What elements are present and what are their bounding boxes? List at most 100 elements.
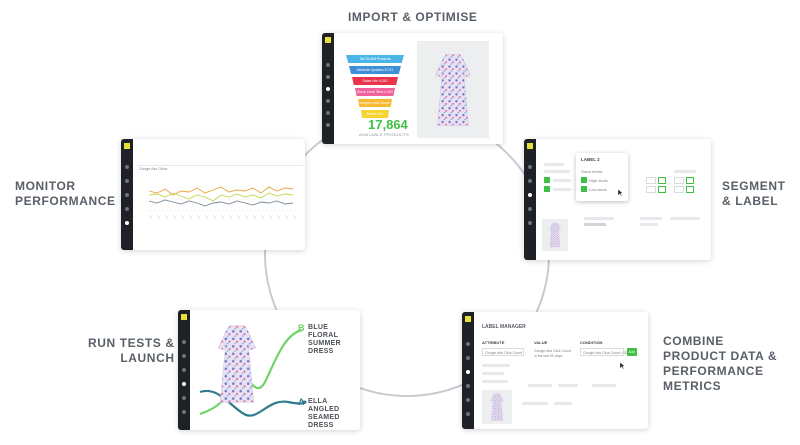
- value-column-header: VALUE: [534, 340, 548, 345]
- nav-dot-icon[interactable]: [528, 165, 532, 169]
- condition-column-header: CONDITION: [580, 340, 603, 345]
- attribute-column-header: ATTRIBUTE: [482, 340, 505, 345]
- nav-dot-icon[interactable]: [466, 412, 470, 416]
- nav-dot-icon[interactable]: [125, 193, 129, 197]
- nav-dot-icon[interactable]: [326, 63, 330, 67]
- nav-dot-icon[interactable]: [326, 99, 330, 103]
- floral-dress-thumbnail: [490, 393, 504, 421]
- app-logo-icon: [465, 316, 471, 322]
- nav-dot-icon[interactable]: [125, 179, 129, 183]
- run-tests-card: B BLUE FLORAL SUMMER DRESS A ELLA ANGLED…: [178, 310, 360, 430]
- product-thumbnail-frame: [482, 390, 512, 424]
- step-monitor-label: MONITOR PERFORMANCE: [15, 179, 116, 208]
- available-products-count: 17,864: [368, 117, 408, 132]
- app-logo-icon: [181, 314, 187, 320]
- combine-data-card: LABEL MANAGER ATTRIBUTE VALUE CONDITION …: [462, 312, 648, 429]
- label-popup[interactable]: LABEL 2 Stock levels High stock Low stoc…: [576, 153, 628, 201]
- nav-dot-icon[interactable]: [182, 396, 186, 400]
- low-stock-checkbox[interactable]: [581, 186, 587, 192]
- variant-a-name: ELLA ANGLED SEAMED DRESS: [308, 398, 340, 429]
- nav-dot-icon[interactable]: [182, 340, 186, 344]
- mouse-cursor-icon: [620, 362, 626, 370]
- nav-dot-active-icon[interactable]: [528, 193, 532, 197]
- funnel-step: Attribute Updates 5,741: [349, 66, 401, 74]
- floral-dress-image: [218, 325, 256, 403]
- app-sidebar: [322, 33, 334, 144]
- add-condition-button[interactable]: Add: [627, 348, 637, 356]
- performance-line-2: [148, 192, 294, 202]
- popup-subtitle: Stock levels: [581, 169, 603, 174]
- nav-dot-icon[interactable]: [528, 207, 532, 211]
- x-tick-mark: [276, 214, 281, 220]
- funnel-step: Stock Level Shirt 2,400: [355, 88, 395, 96]
- nav-dot-active-icon[interactable]: [125, 221, 129, 225]
- variant-a-letter: A: [298, 397, 305, 407]
- performance-chart: [147, 186, 297, 220]
- app-sidebar: [524, 139, 536, 260]
- nav-dot-icon[interactable]: [182, 368, 186, 372]
- step-segment-label: SEGMENT & LABEL: [722, 179, 786, 208]
- nav-dot-icon[interactable]: [326, 111, 330, 115]
- x-tick-mark: [180, 214, 185, 220]
- variant-b-name: BLUE FLORAL SUMMER DRESS: [308, 324, 341, 355]
- nav-dot-icon[interactable]: [466, 342, 470, 346]
- performance-line-1: [148, 186, 294, 196]
- x-tick-mark: [268, 214, 273, 220]
- nav-dot-active-icon[interactable]: [326, 87, 330, 91]
- x-tick-mark: [220, 214, 225, 220]
- nav-dot-icon[interactable]: [326, 123, 330, 127]
- available-products-label: AVAILABLE PRODUCTS: [359, 132, 409, 137]
- label-manager-title: LABEL MANAGER: [482, 324, 526, 330]
- app-logo-icon: [325, 37, 331, 43]
- nav-dot-icon[interactable]: [466, 384, 470, 388]
- low-stock-option[interactable]: Low stock: [589, 187, 607, 192]
- nav-dot-icon[interactable]: [528, 221, 532, 225]
- app-logo-icon: [124, 143, 130, 149]
- high-stock-checkbox[interactable]: [581, 177, 587, 183]
- x-tick-mark: [156, 214, 161, 220]
- high-stock-option[interactable]: High stock: [589, 178, 608, 183]
- nav-dot-icon[interactable]: [326, 75, 330, 79]
- nav-dot-active-icon[interactable]: [182, 382, 186, 386]
- x-tick-mark: [260, 214, 265, 220]
- nav-dot-icon[interactable]: [182, 354, 186, 358]
- step-import-label: IMPORT & OPTIMISE: [348, 10, 478, 24]
- nav-dot-active-icon[interactable]: [466, 370, 470, 374]
- funnel-step: Brand 101: [361, 110, 389, 118]
- popup-title: LABEL 2: [581, 157, 600, 162]
- nav-dot-icon[interactable]: [528, 179, 532, 183]
- step-combine-label: COMBINE PRODUCT DATA & PERFORMANCE METRI…: [663, 334, 778, 393]
- floral-dress-image: [435, 54, 471, 126]
- x-tick-mark: [244, 214, 249, 220]
- x-tick-mark: [204, 214, 209, 220]
- x-tick-mark: [196, 214, 201, 220]
- product-image-frame: [417, 41, 489, 138]
- x-tick-mark: [172, 214, 177, 220]
- x-tick-mark: [228, 214, 233, 220]
- attribute-select[interactable]: Google Ads Click Count: [482, 348, 524, 356]
- app-sidebar: [121, 139, 133, 250]
- nav-dot-icon[interactable]: [125, 207, 129, 211]
- x-tick-mark: [252, 214, 257, 220]
- app-sidebar: [462, 312, 474, 429]
- nav-dot-icon[interactable]: [466, 398, 470, 402]
- nav-dot-icon[interactable]: [182, 410, 186, 414]
- app-sidebar: [178, 310, 190, 430]
- condition-input[interactable]: Google Ads Click Count > 500: [580, 348, 630, 356]
- segment-label-card: LABEL 2 Stock levels High stock Low stoc…: [524, 139, 711, 260]
- variant-b-letter: B: [298, 323, 305, 333]
- app-logo-icon: [527, 143, 533, 149]
- product-thumbnail-frame: [542, 219, 568, 251]
- nav-dot-icon[interactable]: [466, 356, 470, 360]
- floral-dress-thumbnail: [549, 222, 561, 248]
- monitor-performance-card: Google Ads Clicks: [121, 139, 305, 250]
- chart-header: Google Ads Clicks: [139, 167, 168, 171]
- x-tick-mark: [148, 214, 153, 220]
- funnel-step: Category Add Scope 11: [358, 99, 392, 107]
- x-tick-mark: [292, 214, 297, 220]
- step-run-label: RUN TESTS & LAUNCH: [88, 336, 175, 365]
- funnel-step: Tall 25,865 Products: [346, 55, 404, 63]
- x-tick-mark: [212, 214, 217, 220]
- nav-dot-icon[interactable]: [125, 165, 129, 169]
